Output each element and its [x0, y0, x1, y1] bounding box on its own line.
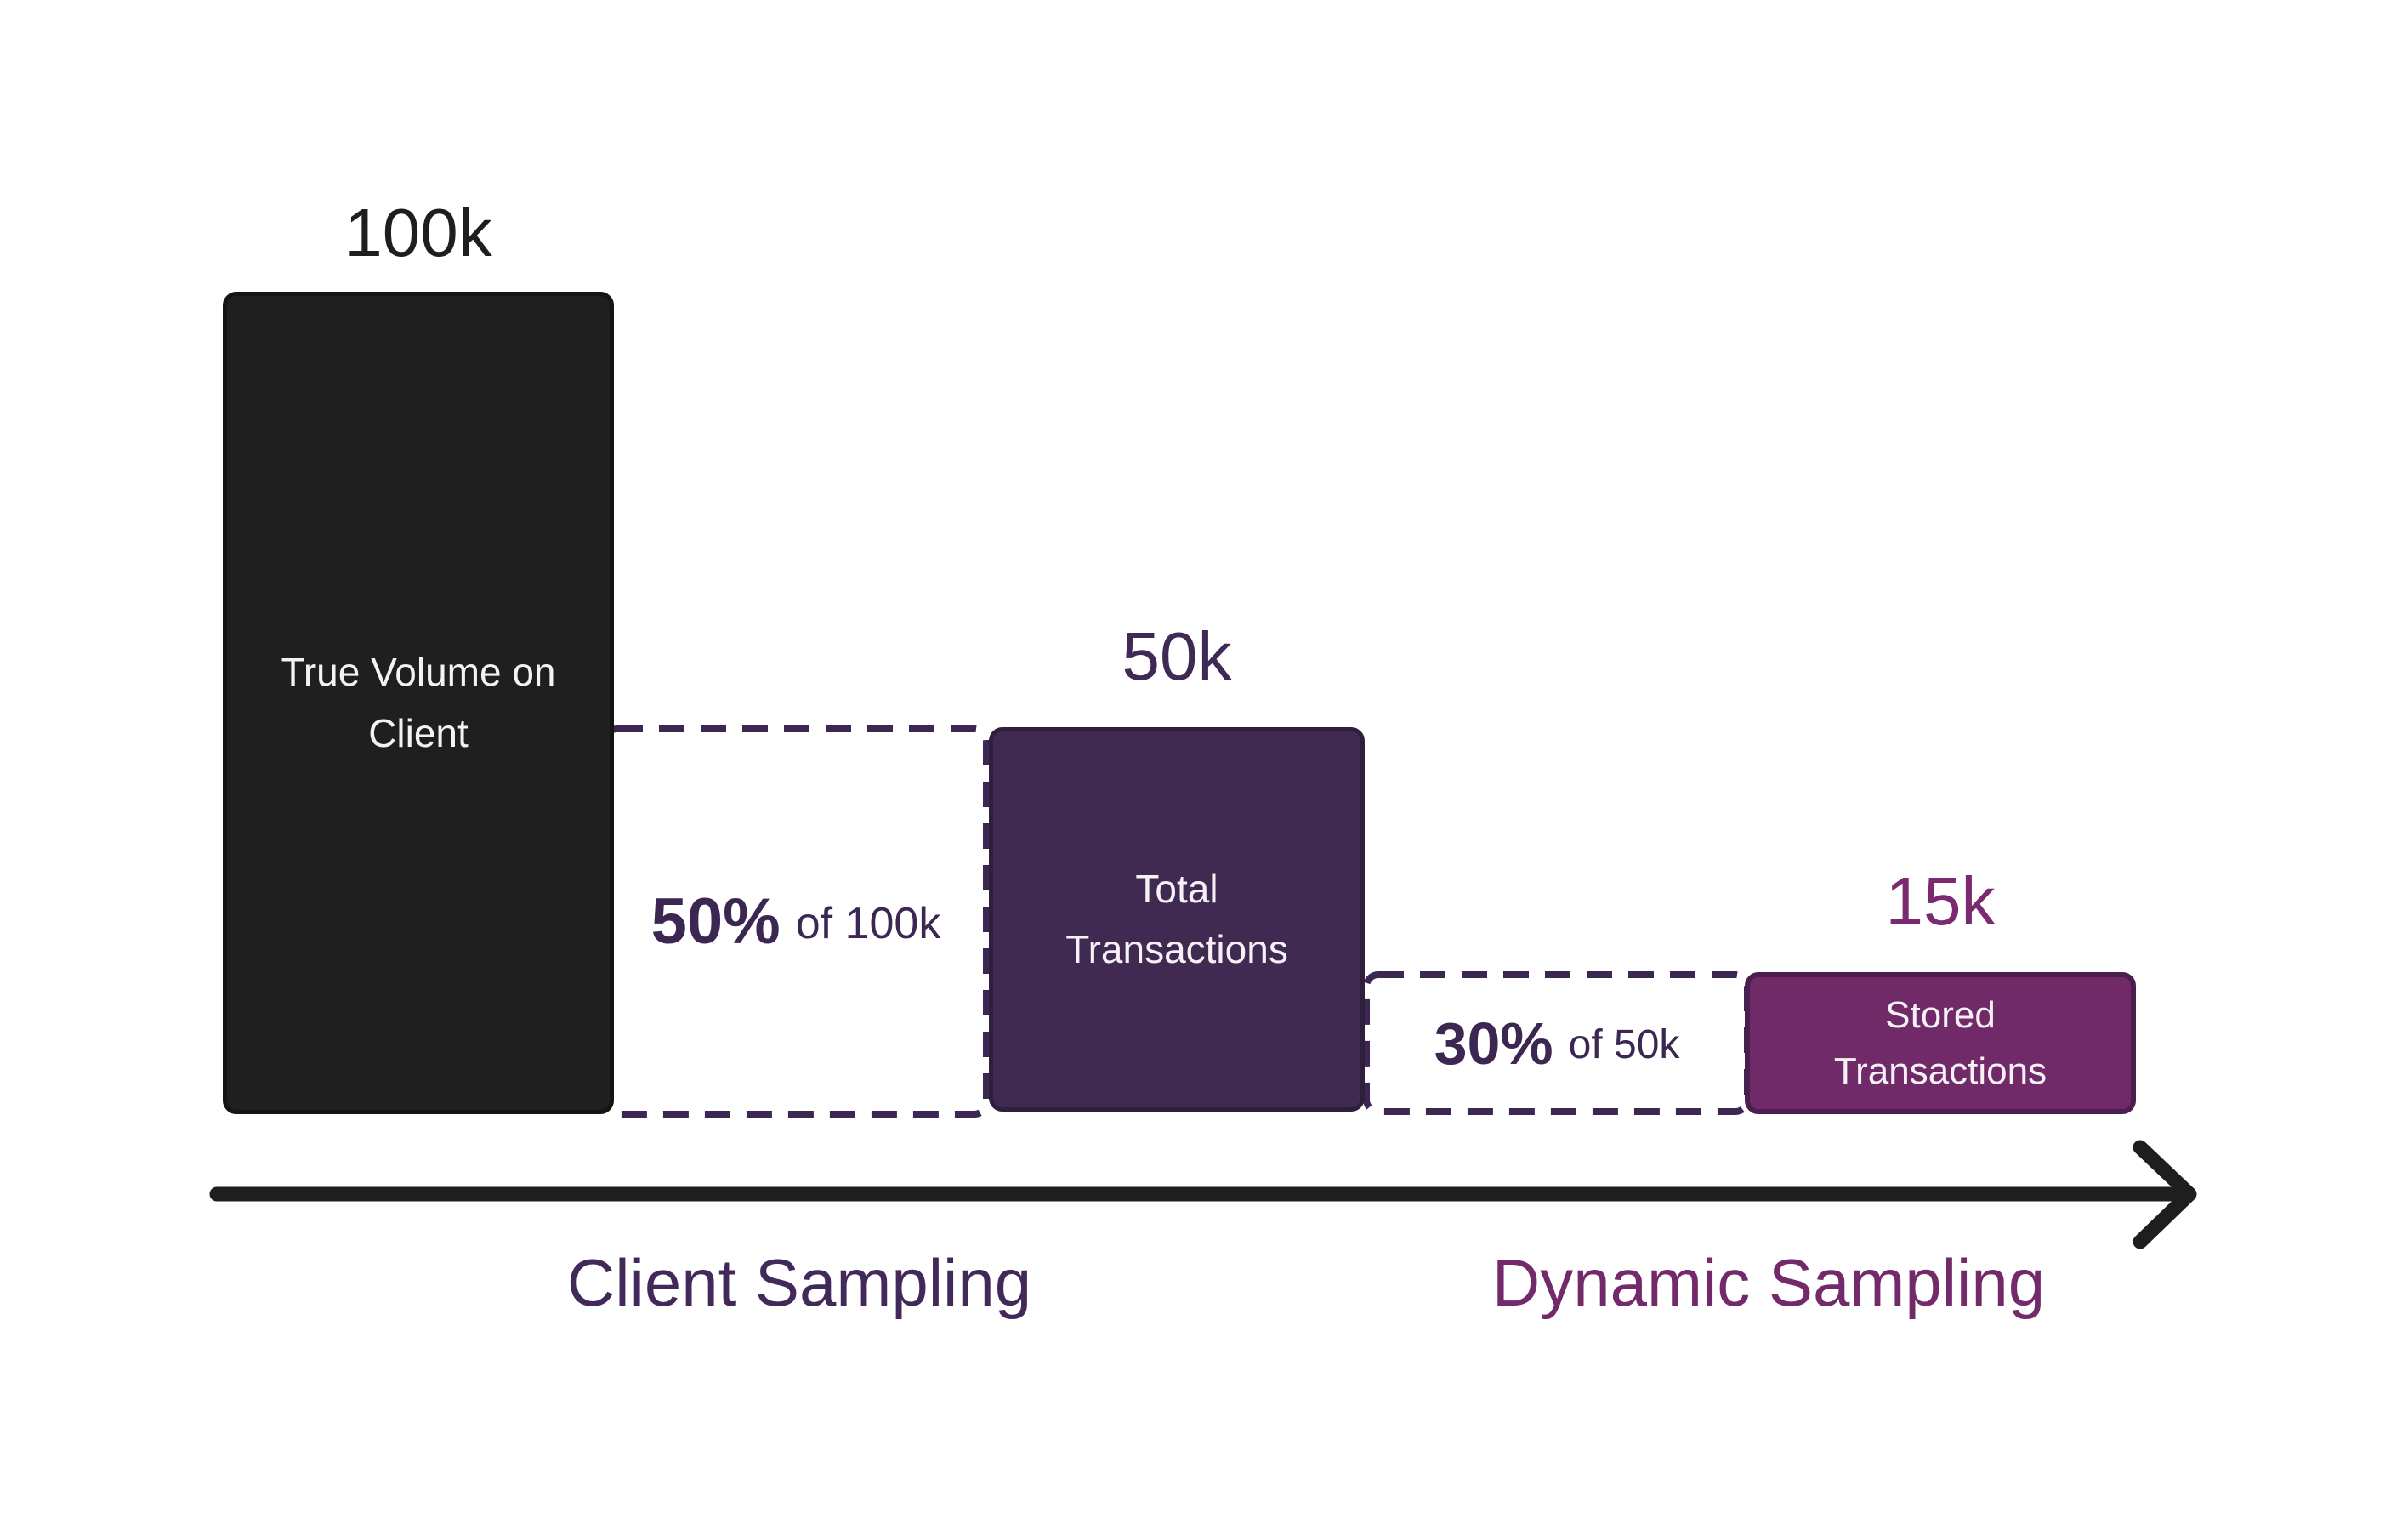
- stored-transactions-bar: Stored Transactions: [1745, 972, 2136, 1114]
- stored-transactions-bar-label-line1: Stored: [1885, 993, 1996, 1036]
- true-volume-bar-label-line2: Client: [368, 710, 469, 755]
- dynamic-sampling-of-text: of 50k: [1568, 1021, 1680, 1067]
- client-sampling-of-text: of 100k: [795, 898, 941, 948]
- flow-arrow-icon: [209, 1140, 2197, 1249]
- total-transactions-bar-label-line1: Total: [1135, 866, 1218, 911]
- true-volume-bar: True Volume on Client: [223, 292, 614, 1114]
- stored-transactions-bar-label-line2: Transactions: [1833, 1050, 2047, 1092]
- dynamic-sampling-stage-label: Dynamic Sampling: [1491, 1245, 2046, 1320]
- flow-arrow-head: [2133, 1140, 2197, 1249]
- client-sampling-percent: 50%: [650, 885, 781, 958]
- total-transactions-bar-label-line2: Transactions: [1065, 927, 1288, 971]
- dynamic-sampling-percent: 30%: [1434, 1010, 1553, 1077]
- stored-transactions-value: 15k: [1885, 863, 1996, 939]
- true-volume-value: 100k: [344, 195, 492, 270]
- total-transactions-value: 50k: [1122, 618, 1232, 694]
- dynamic-sampling-rate-annotation: 30% of 50k: [1366, 975, 1747, 1112]
- client-sampling-rate-annotation: 50% of 100k: [605, 729, 986, 1114]
- client-sampling-stage-label: Client Sampling: [566, 1245, 1032, 1320]
- true-volume-bar-label-line1: True Volume on: [281, 650, 556, 695]
- total-transactions-bar: Total Transactions: [989, 727, 1365, 1112]
